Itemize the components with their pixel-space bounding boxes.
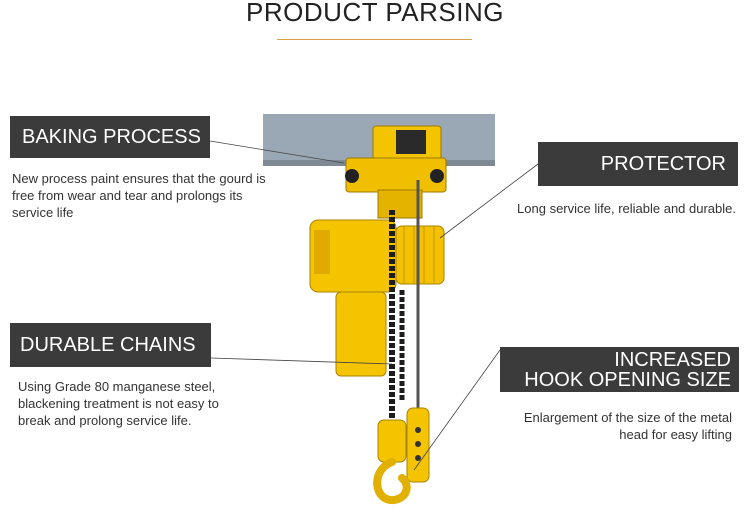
protector-description: Long service life, reliable and durable. [517, 201, 736, 216]
protector-label-text: PROTECTOR [600, 152, 726, 175]
hook-opening-label-line1: INCREASED [614, 348, 731, 371]
hook-opening-label: INCREASED HOOK OPENING SIZE [500, 347, 739, 392]
durable-chains-label: DURABLE CHAINS [10, 323, 211, 367]
baking-process-description: New process paint ensures that the gourd… [12, 171, 266, 220]
durable-chains-description: Using Grade 80 manganese steel, blackeni… [18, 379, 219, 428]
durable-chains-label-text: DURABLE CHAINS [20, 333, 196, 356]
hook-opening-label-line2: HOOK OPENING SIZE [524, 368, 731, 391]
baking-process-label-text: BAKING PROCESS [22, 125, 201, 148]
page-title: PRODUCT PARSING [246, 0, 504, 27]
protector-label: PROTECTOR [538, 142, 738, 186]
baking-process-label: BAKING PROCESS [10, 116, 210, 158]
hook-opening-description: Enlargement of the size of the metal hea… [523, 410, 732, 442]
title-underline [277, 39, 472, 40]
